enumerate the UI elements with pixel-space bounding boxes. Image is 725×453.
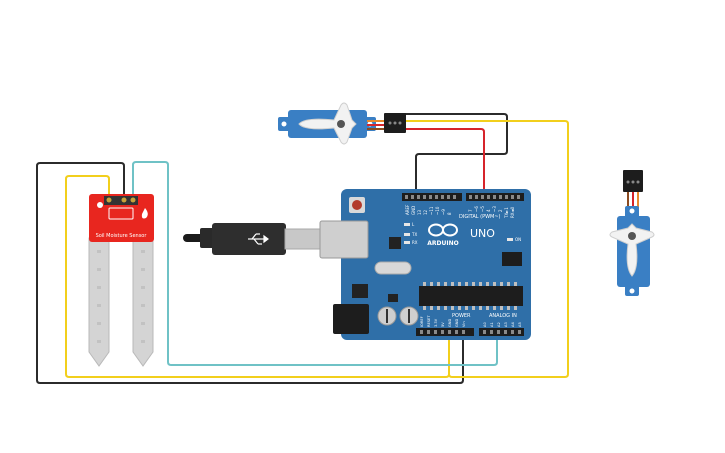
sensor-prong-traces	[97, 250, 145, 343]
wire-servo-signal[interactable]	[405, 120, 569, 378]
pin-label: A1	[490, 322, 494, 327]
wire-sensor-gnd[interactable]	[36, 162, 464, 384]
usb-cable[interactable]	[183, 223, 322, 255]
sensor-pin-gnd[interactable]	[121, 197, 127, 203]
servo-horizontal[interactable]	[278, 102, 406, 145]
pin-label: 12	[423, 209, 428, 215]
wire-sensor-vcc[interactable]	[65, 175, 450, 378]
pin-label: 5V	[441, 322, 445, 327]
arduino-uno[interactable]: AREF GND 13 12 ~11 ~10 ~9 8 7 ~6 ~5 4 ~3…	[319, 189, 531, 340]
power-label: POWER	[452, 313, 471, 319]
uno-label: UNO	[470, 227, 495, 240]
pin-label: 8	[447, 212, 452, 215]
pin-label: RX◄0	[510, 206, 515, 218]
pin-label: 4	[486, 209, 491, 212]
arduino-infinity-icon	[428, 223, 458, 237]
pin-label: A2	[497, 322, 501, 327]
arduino-power-jack	[333, 304, 369, 334]
icsp-header	[502, 252, 522, 266]
pin-label: ~10	[435, 206, 440, 215]
pin-label: 3.3V	[434, 318, 438, 327]
led-rx-label: RX	[412, 240, 418, 245]
sensor-drop-icon	[141, 208, 148, 219]
sensor-silk-box	[108, 207, 134, 220]
pin-label: A3	[504, 322, 508, 327]
wire-servo-gnd[interactable]	[392, 113, 508, 196]
gnd-label: GND	[411, 206, 416, 215]
digital-pins[interactable]	[405, 195, 520, 199]
reset-button-cap[interactable]	[352, 200, 362, 210]
led-l	[404, 223, 410, 226]
sensor-board	[89, 194, 154, 242]
pin-label: ~5	[480, 206, 485, 212]
sensor-prong-right	[132, 237, 154, 367]
digital-pin-labels: AREF GND 13 12 ~11 ~10 ~9 8 7 ~6 ~5 4 ~3…	[405, 204, 515, 219]
usb-icon	[248, 233, 269, 245]
pin-label: 7	[468, 209, 473, 212]
regulator-2	[388, 294, 398, 302]
pin-label: ~9	[441, 209, 446, 215]
usb-cable-wire	[183, 234, 205, 242]
wire-sensor-signal[interactable]	[132, 161, 498, 366]
servo2-horn[interactable]	[609, 223, 655, 277]
pin-label: 13	[417, 209, 422, 215]
pin-label: ~6	[474, 206, 479, 212]
servo-horn[interactable]	[298, 102, 357, 145]
led-on-label: ON	[515, 237, 521, 242]
pin-label: GND	[448, 319, 452, 327]
usb-strain-relief	[200, 228, 214, 248]
regulator	[352, 284, 368, 298]
usb-plug-metal	[284, 228, 322, 250]
power-header	[416, 328, 474, 336]
wire-servo-power[interactable]	[398, 128, 485, 196]
sensor-label: Soil Moisture Sensor	[96, 233, 148, 239]
pin-label: GND	[455, 319, 459, 327]
pin-label: TX►1	[504, 207, 509, 219]
pin-label: 2	[498, 209, 503, 212]
led-l-label: L	[412, 222, 415, 227]
pin-label: ~3	[492, 206, 497, 212]
led-tx-label: TX	[411, 232, 417, 237]
atmega-pins	[423, 282, 517, 310]
power-analog-pins[interactable]	[420, 330, 521, 334]
atmega-chip	[419, 286, 523, 306]
sensor-pin-sig[interactable]	[130, 197, 136, 203]
analog-pin-labels: A0 A1 A2 A3 A4 A5	[483, 322, 522, 327]
power-pin-labels: IOREF RESET 3.3V 5V GND GND Vin	[420, 315, 466, 327]
wires	[36, 113, 569, 384]
analog-label: ANALOG IN	[489, 313, 517, 319]
usb-chip	[389, 237, 401, 249]
pin-label: A0	[483, 322, 487, 327]
led-rx	[404, 241, 410, 244]
sensor-led-icon	[97, 202, 103, 208]
led-on	[507, 238, 513, 241]
arduino-usb-jack	[319, 220, 369, 259]
analog-header	[479, 328, 524, 336]
digital-label: DIGITAL (PWM~)	[459, 214, 501, 220]
pin-label: IOREF	[420, 316, 424, 327]
pin-label: A4	[511, 322, 515, 327]
servo-vertical[interactable]	[609, 170, 655, 296]
aref-label: AREF	[405, 204, 410, 215]
pin-label: A5	[518, 322, 522, 327]
pin-label: RESET	[427, 315, 431, 327]
led-tx	[404, 233, 410, 236]
arduino-brand: ARDUINO	[427, 240, 458, 247]
soil-moisture-sensor[interactable]: Soil Moisture Sensor	[88, 194, 154, 367]
sensor-prong-left	[88, 237, 110, 367]
crystal	[374, 261, 412, 275]
sensor-pin-vcc[interactable]	[106, 197, 112, 203]
sensor-header	[104, 196, 138, 205]
pin-label: ~11	[429, 206, 434, 215]
pin-label: Vin	[462, 321, 466, 327]
